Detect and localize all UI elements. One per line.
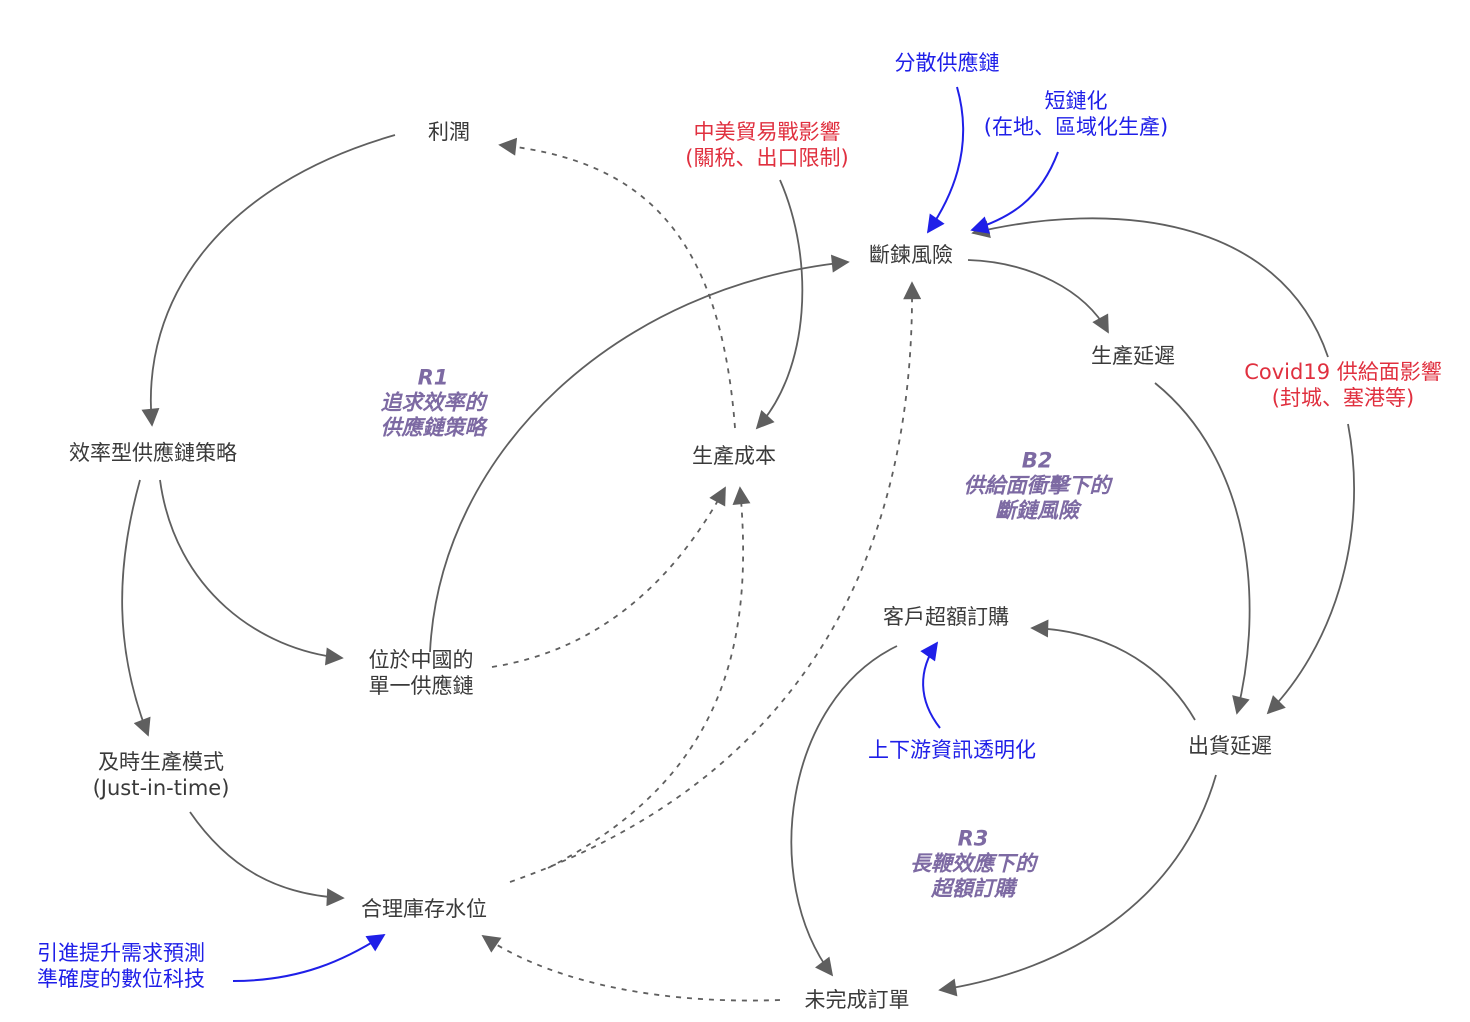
- link-single-chain-to-risk: [429, 254, 850, 653]
- link-shorten-to-risk: [970, 151, 1059, 234]
- link-over-ordering-to-unfilled: [790, 645, 898, 977]
- link-cost-to-profit: [498, 137, 736, 429]
- link-single-chain-to-cost: [491, 486, 726, 668]
- intervention-digital-tech: 引進提升需求預測 準確度的數位科技: [37, 941, 205, 991]
- intervention-transparency: 上下游資訊透明化: [868, 738, 1036, 762]
- node-profit: 利潤: [428, 120, 470, 144]
- node-production-cost: 生產成本: [692, 444, 776, 468]
- node-shipping-delay: 出貨延遲: [1188, 734, 1272, 758]
- node-production-delay: 生產延遲: [1091, 344, 1175, 368]
- link-transparency-to-over: [920, 641, 941, 729]
- link-strategy-to-jit: [121, 479, 151, 737]
- loop-label-b2: B2 供給面衝擊下的 斷鏈風險: [963, 448, 1111, 523]
- intervention-diversify: 分散供應鏈: [894, 51, 1000, 75]
- node-unfilled-orders: 未完成訂單: [804, 988, 910, 1012]
- link-inventory-to-risk: [509, 281, 922, 883]
- link-unfilled-to-inventory: [481, 934, 781, 1002]
- link-shipping-to-over-ordering: [1030, 619, 1196, 721]
- link-jit-to-inventory: [189, 811, 345, 907]
- node-over-ordering: 客戶超額訂購: [883, 605, 1009, 629]
- link-inventory-to-cost: [547, 486, 751, 869]
- link-strategy-to-single-chain: [159, 479, 344, 666]
- intervention-shorten: 短鏈化 (在地、區域化生產): [983, 89, 1169, 139]
- link-digital-tech-to-inventory: [232, 934, 386, 982]
- link-covid-to-shipping-delay: [1266, 423, 1355, 715]
- link-risk-to-production-delay: [967, 259, 1109, 334]
- link-shipping-to-unfilled: [938, 774, 1217, 997]
- node-efficiency-strategy: 效率型供應鏈策略: [69, 441, 237, 465]
- link-covid-to-risk: [971, 217, 1329, 358]
- link-tradewar-to-cost: [755, 179, 804, 430]
- factor-covid: Covid19 供給面影響 (封城、塞港等): [1244, 360, 1442, 410]
- loop-label-r3: R3 長鞭效應下的 超額訂購: [910, 826, 1036, 901]
- factor-trade-war: 中美貿易戰影響 (關稅、出口限制): [685, 120, 849, 170]
- node-disruption-risk: 斷鍊風險: [869, 243, 953, 267]
- node-single-chain: 位於中國的 單一供應鏈: [368, 648, 474, 698]
- link-profit-to-strategy: [141, 134, 396, 427]
- link-production-delay-to-ship: [1154, 382, 1251, 715]
- node-jit: 及時生產模式 (Just-in-time): [92, 750, 230, 800]
- loop-label-r1: R1 追求效率的 供應鏈策略: [380, 365, 486, 440]
- node-inventory: 合理庫存水位: [361, 897, 487, 921]
- link-diversify-to-risk: [926, 86, 965, 234]
